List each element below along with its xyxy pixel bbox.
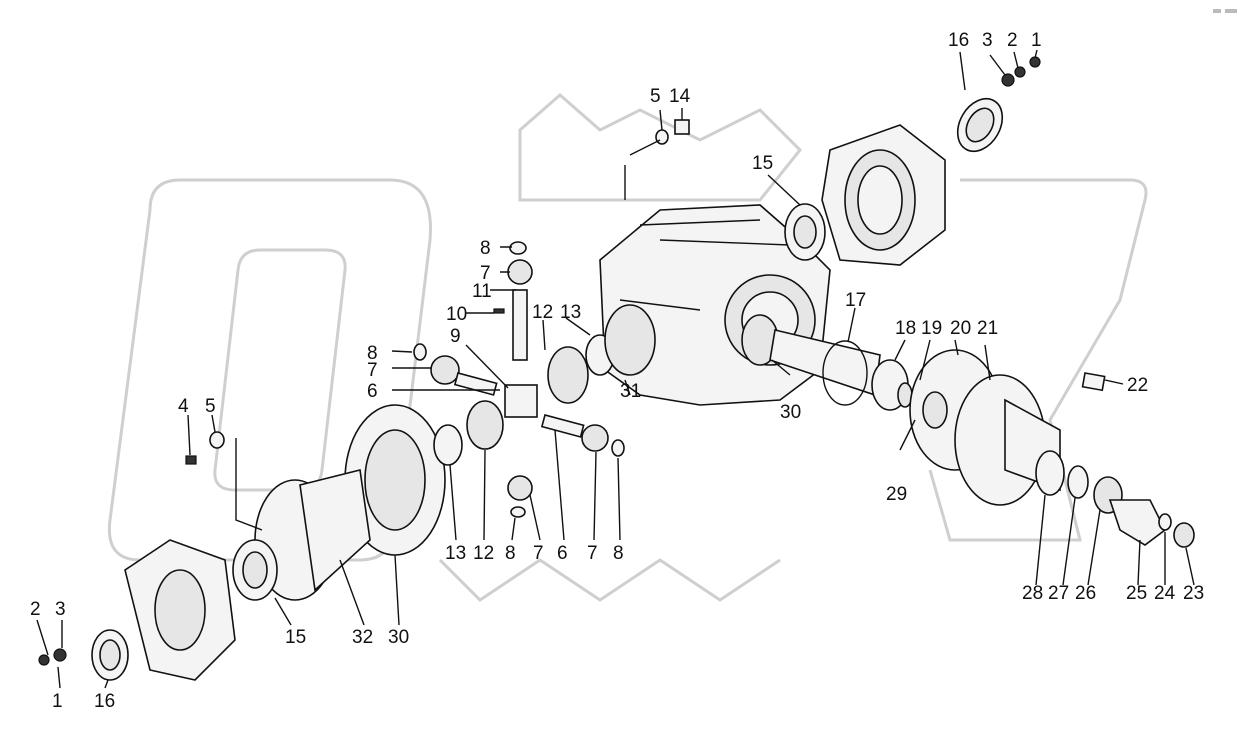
crown-wheel-30-lower bbox=[344, 404, 446, 556]
bearing-15-upper bbox=[784, 203, 826, 261]
callout-25: 25 bbox=[1126, 583, 1147, 604]
thrust-washer-13-lower bbox=[433, 424, 463, 466]
left-housing-cover bbox=[124, 539, 236, 681]
o-ring-17 bbox=[822, 340, 868, 406]
callout-27: 27 bbox=[1048, 583, 1069, 604]
callout-22: 22 bbox=[1127, 375, 1148, 396]
bevel-gear-12-lower bbox=[466, 400, 504, 450]
yoke-25-24-23 bbox=[1108, 499, 1195, 548]
side-gear-left-7-8 bbox=[413, 343, 498, 396]
callout-26: 26 bbox=[1075, 583, 1096, 604]
callout-12-upper: 12 bbox=[532, 302, 553, 323]
callout-4-left: 4 bbox=[178, 396, 189, 417]
callout-14-top: 14 bbox=[669, 86, 691, 107]
callout-8-lower: 8 bbox=[505, 543, 516, 564]
bolt-parts-1-2-3-left bbox=[38, 648, 67, 666]
seals-28-27-26 bbox=[1035, 450, 1123, 514]
callout-19: 19 bbox=[921, 318, 942, 339]
callout-17: 17 bbox=[845, 290, 866, 311]
callout-21: 21 bbox=[977, 318, 998, 339]
pin-6-right bbox=[540, 414, 625, 457]
bolt-parts-1-2-3-right bbox=[1001, 56, 1041, 87]
callout-29: 29 bbox=[886, 484, 907, 505]
callout-7-upper: 7 bbox=[480, 263, 491, 284]
callout-2-right: 2 bbox=[1007, 30, 1018, 51]
callout-13-upper: 13 bbox=[560, 302, 581, 323]
callout-3-left: 3 bbox=[55, 599, 66, 620]
callout-3-right: 3 bbox=[982, 30, 993, 51]
bolt-4-5 bbox=[185, 431, 263, 531]
callout-13-lower: 13 bbox=[445, 543, 466, 564]
seal-ring-16-right bbox=[956, 97, 1004, 153]
bearing-18-19 bbox=[871, 359, 913, 411]
callout-5-top: 5 bbox=[650, 86, 661, 107]
callout-16-left: 16 bbox=[94, 691, 115, 712]
differential-spider-9 bbox=[504, 384, 538, 418]
differential-shaft-column bbox=[493, 241, 533, 361]
callout-7-lower: 7 bbox=[533, 543, 544, 564]
callout-8-left: 8 bbox=[367, 343, 378, 364]
callout-24: 24 bbox=[1154, 583, 1176, 604]
right-housing-cover bbox=[821, 124, 946, 266]
callout-32: 32 bbox=[352, 627, 373, 648]
callout-15-lower: 15 bbox=[285, 627, 306, 648]
callout-7-left: 7 bbox=[367, 360, 378, 381]
pinion-7-8-lower bbox=[507, 475, 533, 518]
callout-12-lower: 12 bbox=[473, 543, 494, 564]
callout-7-lower-right: 7 bbox=[587, 543, 598, 564]
seal-ring-16-left bbox=[91, 629, 129, 681]
callout-15-upper: 15 bbox=[752, 153, 773, 174]
callout-1-right: 1 bbox=[1031, 30, 1042, 51]
bolt-5-14-top bbox=[624, 119, 690, 200]
callout-10: 10 bbox=[446, 304, 467, 325]
callout-20: 20 bbox=[950, 318, 971, 339]
callout-11: 11 bbox=[472, 281, 492, 302]
callout-labels: 16 3 2 1 5 14 15 8 7 11 10 12 13 9 8 7 6… bbox=[30, 30, 1204, 712]
callout-8-upper: 8 bbox=[480, 238, 491, 259]
callout-8-lower-right: 8 bbox=[613, 543, 624, 564]
callout-18: 18 bbox=[895, 318, 916, 339]
callout-31: 31 bbox=[620, 381, 641, 402]
callout-6-left: 6 bbox=[367, 381, 378, 402]
bevel-gear-12-upper bbox=[547, 346, 589, 404]
pinion-shaft-30 bbox=[741, 314, 881, 397]
corner-mark bbox=[1213, 9, 1237, 13]
callout-30-lower: 30 bbox=[388, 627, 409, 648]
thrust-washer-13-upper bbox=[585, 304, 656, 376]
callout-6-lower: 6 bbox=[557, 543, 568, 564]
callout-28: 28 bbox=[1022, 583, 1043, 604]
bearing-15-lower bbox=[232, 539, 278, 601]
callout-23: 23 bbox=[1183, 583, 1204, 604]
bolt-22 bbox=[1081, 372, 1106, 392]
callout-30-center: 30 bbox=[780, 402, 801, 423]
callout-5-left: 5 bbox=[205, 396, 216, 417]
callout-2-left: 2 bbox=[30, 599, 41, 620]
leader-lines bbox=[36, 49, 1195, 689]
callout-16-right: 16 bbox=[948, 30, 969, 51]
callout-1-left: 1 bbox=[52, 691, 63, 712]
callout-9: 9 bbox=[450, 326, 461, 347]
